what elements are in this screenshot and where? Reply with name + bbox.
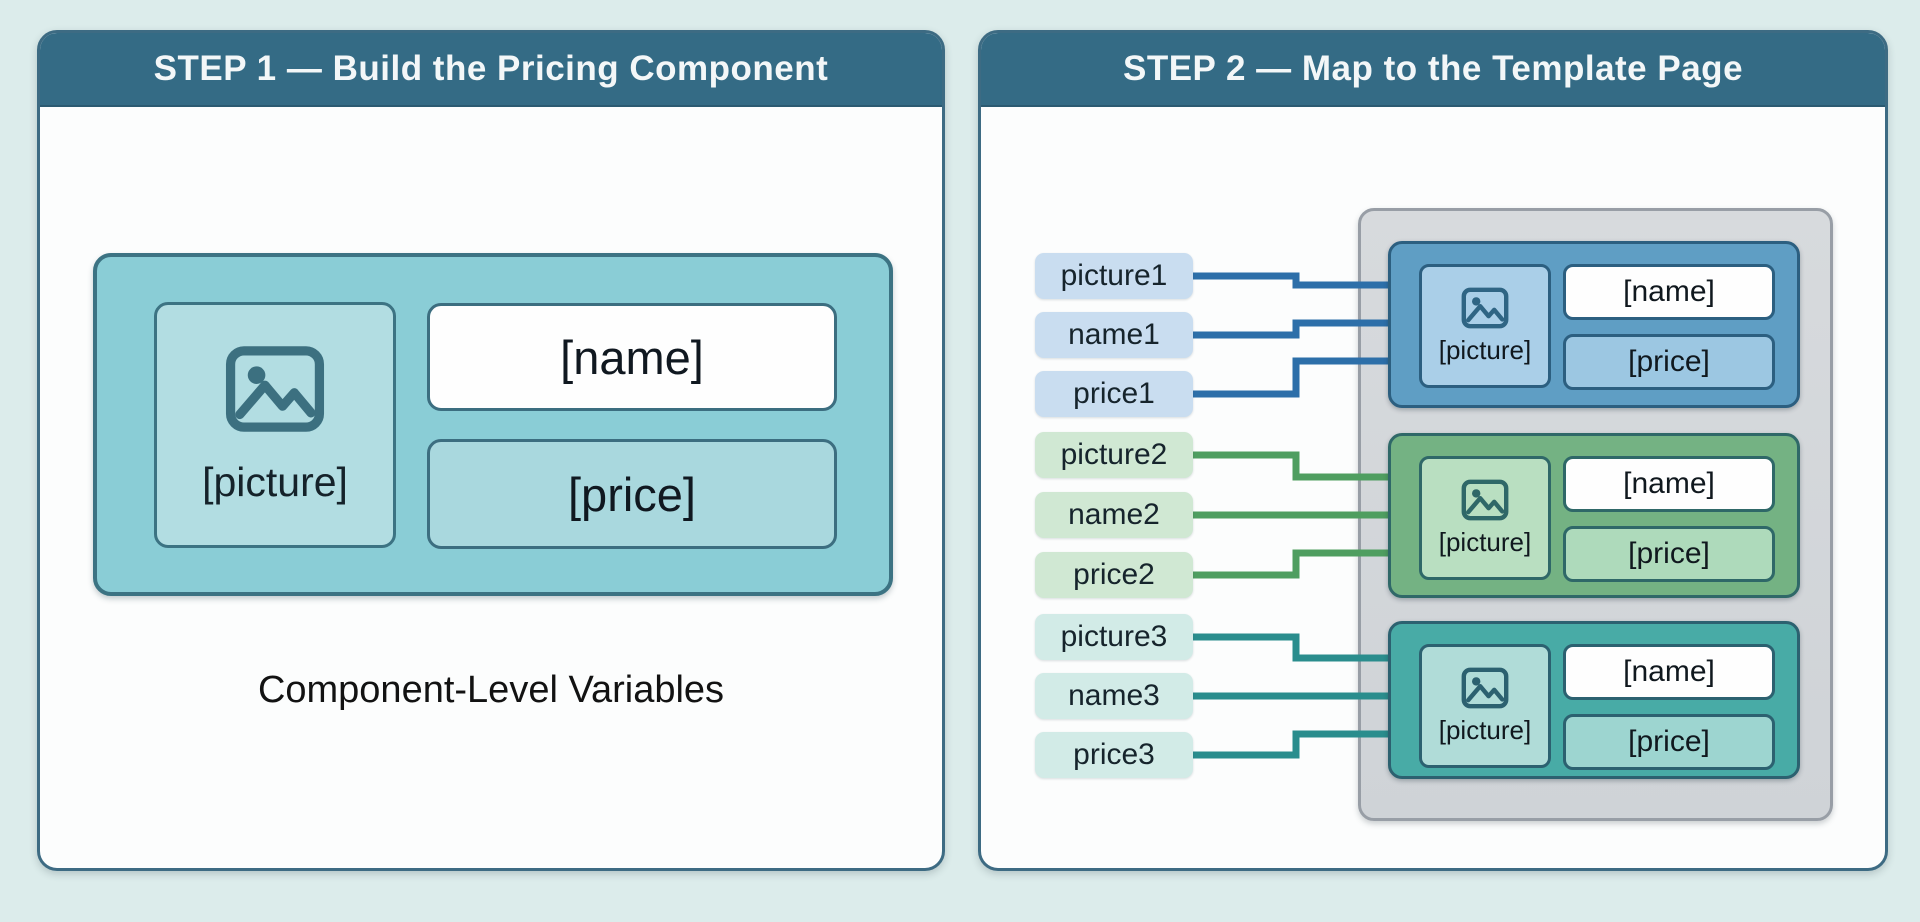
step1-header: STEP 1 — Build the Pricing Component [40, 33, 942, 107]
card3-price-slot: [price] [1563, 714, 1775, 770]
variable-chip-name1: name1 [1035, 312, 1193, 358]
variable-chip-picture2: picture2 [1035, 432, 1193, 478]
variable-chip-label: name3 [1068, 679, 1160, 712]
step2-panel: STEP 2 — Map to the Template Page [978, 30, 1888, 871]
variable-chip-picture3: picture3 [1035, 614, 1193, 660]
photo-icon [1461, 479, 1509, 521]
variable-chip-label: name1 [1068, 318, 1160, 351]
card1-picture-label: [picture] [1438, 334, 1532, 365]
card1-price-label: [price] [1628, 345, 1710, 378]
template-card-2: [picture] [name] [price] [1388, 433, 1800, 598]
step2-header: STEP 2 — Map to the Template Page [981, 33, 1885, 107]
variable-chip-name2: name2 [1035, 492, 1193, 538]
photo-icon [1461, 287, 1509, 329]
card3-picture-label: [picture] [1438, 714, 1532, 745]
variable-chip-price3: price3 [1035, 732, 1193, 778]
card3-name-slot: [name] [1563, 644, 1775, 700]
variable-chip-price2: price2 [1035, 552, 1193, 598]
variable-chip-label: price3 [1073, 738, 1155, 771]
component-picture-slot: [picture] [154, 302, 396, 548]
step1-title: STEP 1 — Build the Pricing Component [153, 49, 829, 88]
variable-chip-label: picture1 [1060, 259, 1168, 292]
variable-chip-price1: price1 [1035, 371, 1193, 417]
component-name-label: [name] [560, 330, 704, 384]
card2-picture-label: [picture] [1438, 526, 1532, 557]
variable-chip-name3: name3 [1035, 673, 1193, 719]
template-card-1: [picture] [name] [price] [1388, 241, 1800, 408]
variable-chip-picture1: picture1 [1035, 253, 1193, 299]
variable-chip-label: picture3 [1060, 620, 1168, 653]
card2-price-slot: [price] [1563, 526, 1775, 582]
card3-name-label: [name] [1623, 655, 1715, 688]
card1-price-slot: [price] [1563, 334, 1775, 390]
step2-title: STEP 2 — Map to the Template Page [1122, 49, 1744, 88]
component-level-variables-caption: Component-Level Variables [257, 669, 725, 711]
component-name-slot: [name] [427, 303, 837, 411]
card3-price-label: [price] [1628, 725, 1710, 758]
card1-picture-slot: [picture] [1419, 264, 1551, 388]
pricing-component-box: [picture] [name] [price] [93, 253, 893, 596]
card2-price-label: [price] [1628, 537, 1710, 570]
card1-name-slot: [name] [1563, 264, 1775, 320]
card3-picture-slot: [picture] [1419, 644, 1551, 768]
card2-name-slot: [name] [1563, 456, 1775, 512]
template-card-3: [picture] [name] [price] [1388, 621, 1800, 779]
variable-chip-label: price1 [1073, 377, 1155, 410]
card2-name-label: [name] [1623, 467, 1715, 500]
card2-picture-slot: [picture] [1419, 456, 1551, 580]
card1-name-label: [name] [1623, 275, 1715, 308]
component-price-slot: [price] [427, 439, 837, 549]
photo-icon [1461, 667, 1509, 709]
variable-chip-label: price2 [1073, 558, 1155, 591]
component-price-label: [price] [568, 467, 696, 521]
component-picture-label: [picture] [202, 458, 348, 505]
step1-panel: STEP 1 — Build the Pricing Component [pi… [37, 30, 945, 871]
variable-chip-label: name2 [1068, 498, 1160, 531]
photo-icon [223, 345, 327, 433]
variable-chip-label: picture2 [1060, 438, 1168, 471]
